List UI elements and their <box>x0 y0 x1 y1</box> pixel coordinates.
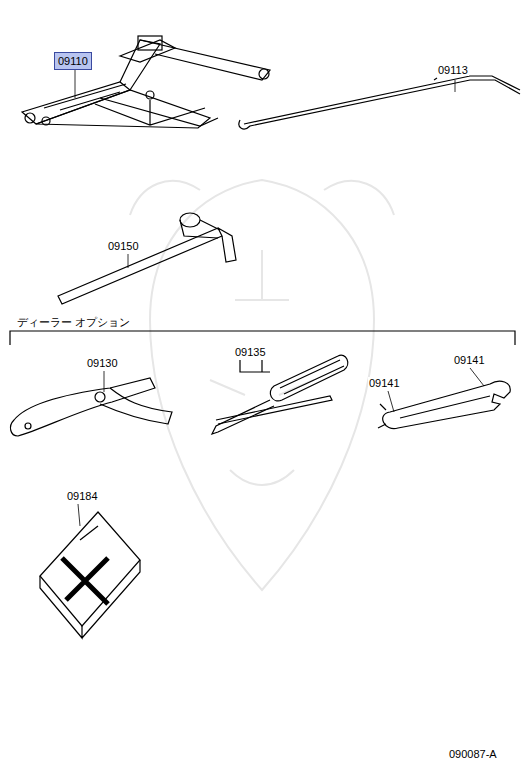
scissor-jack <box>22 36 270 128</box>
option-bracket <box>10 331 515 345</box>
callout-number: 09184 <box>66 490 99 502</box>
callout-number: 09150 <box>107 240 140 252</box>
lug-wrench <box>58 213 236 304</box>
callout-number: 09135 <box>234 346 267 358</box>
drawing-number: 090087-A <box>448 748 498 760</box>
section-heading: ディーラー オプション <box>16 316 131 328</box>
wheel-chock <box>40 512 140 638</box>
screwdriver <box>212 355 348 434</box>
callout-number: 09110 <box>58 55 88 67</box>
pliers <box>11 378 172 436</box>
callout-number: 09113 <box>437 64 469 76</box>
callout-number: 09141 <box>368 377 401 389</box>
callout-number: 09130 <box>86 357 119 369</box>
jack-handle <box>239 76 520 129</box>
highlight-box: 09110 <box>54 52 92 70</box>
leader-lines <box>75 70 484 526</box>
watermark <box>130 180 394 590</box>
callout-number: 09141 <box>453 354 486 366</box>
